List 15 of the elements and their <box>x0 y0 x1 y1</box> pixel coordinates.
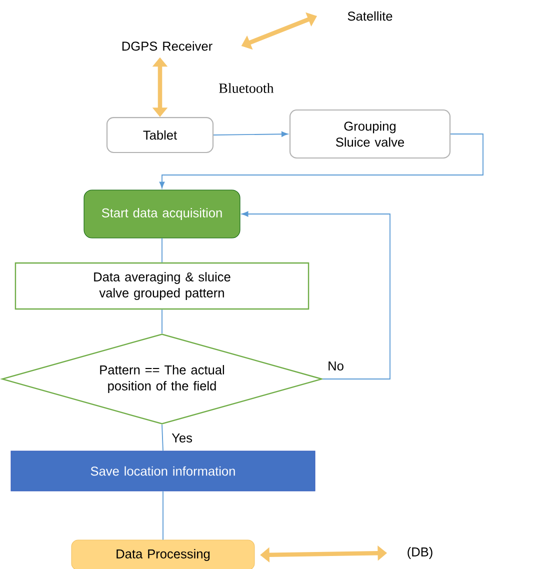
satellite-label: Satellite <box>348 11 392 21</box>
process-box: Data Processing <box>71 540 255 569</box>
arrow <box>159 134 484 188</box>
arrow <box>242 211 390 380</box>
process-box: Tablet <box>106 117 214 153</box>
process-box: Save location information <box>10 450 316 492</box>
arrow <box>213 131 288 137</box>
process-box: Grouping Sluice valve <box>289 109 451 159</box>
database-label: (DB) <box>408 547 432 559</box>
edge-label: Yes <box>170 432 194 444</box>
edge-label: No <box>326 360 346 372</box>
edge-label: Bluetooth <box>217 82 276 94</box>
start-box: Start data acquisition <box>84 190 240 238</box>
process-box: Data averaging & sluice valve grouped pattern <box>14 262 310 310</box>
receiver-label: DGPS Receiver <box>122 41 212 51</box>
